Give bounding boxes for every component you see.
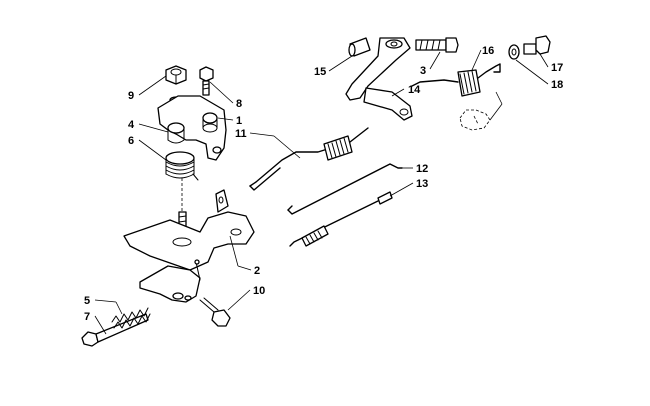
part-4-bushing <box>167 122 185 144</box>
callout-8: 8 <box>236 98 242 110</box>
callout-3: 3 <box>420 65 426 77</box>
callout-16: 16 <box>482 45 494 57</box>
callout-5: 5 <box>84 295 90 307</box>
callout-17: 17 <box>551 62 563 74</box>
part-17-bolt <box>523 35 551 55</box>
part-6-coil-spring <box>165 151 199 181</box>
callout-12: 12 <box>416 163 428 175</box>
callout-18: 18 <box>551 79 563 91</box>
part-13-rod <box>289 191 393 247</box>
part-2-plate-bracket <box>123 189 255 303</box>
part-14-lever-arm <box>345 37 413 121</box>
callout-13: 13 <box>416 178 428 190</box>
callout-2: 2 <box>254 265 260 277</box>
leader-lines <box>94 49 549 335</box>
callout-labels: 9 8 1 4 6 2 10 5 7 11 12 13 14 15 3 16 1… <box>84 45 563 323</box>
part-11-cable <box>249 127 369 191</box>
part-16-extension-spring <box>411 63 501 97</box>
part-3-bolt <box>415 37 459 53</box>
part-10-bolt <box>199 297 231 327</box>
callout-4: 4 <box>128 119 135 131</box>
callout-15: 15 <box>314 66 326 78</box>
part-12-rod <box>287 163 403 215</box>
dashed-reference <box>459 91 503 131</box>
callout-7: 7 <box>84 311 90 323</box>
callout-11: 11 <box>235 128 247 140</box>
part-5-small-spring <box>111 307 151 329</box>
part-7-long-bolt <box>81 313 149 347</box>
part-9-hex-nut <box>165 65 187 85</box>
callout-14: 14 <box>408 84 421 96</box>
part-18-washer <box>508 44 520 60</box>
part-8-bolt <box>199 66 214 96</box>
callout-1: 1 <box>236 115 242 127</box>
callout-9: 9 <box>128 90 134 102</box>
callout-10: 10 <box>253 285 265 297</box>
part-15-pin <box>348 37 371 57</box>
callout-6: 6 <box>128 135 134 147</box>
